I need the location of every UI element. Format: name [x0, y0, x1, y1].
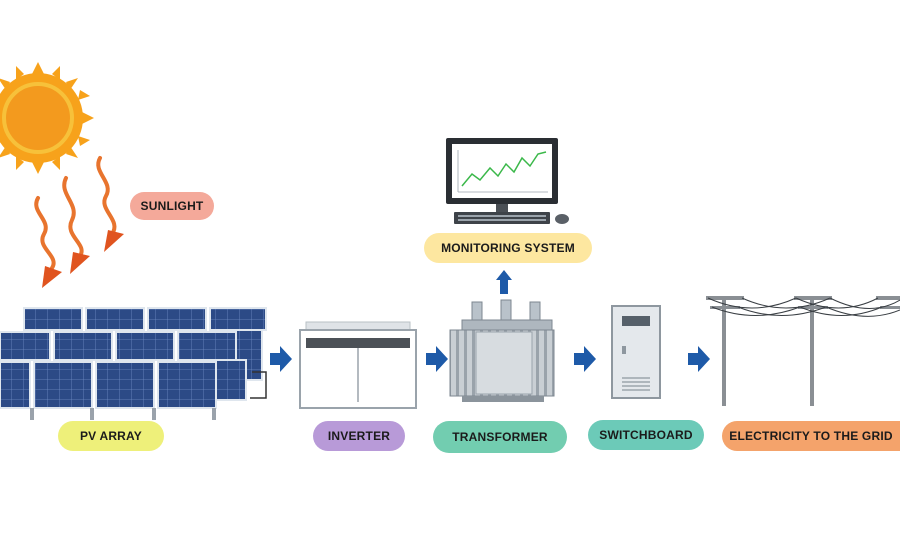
solar-panel-icon	[0, 307, 267, 420]
transformer-icon	[449, 299, 555, 402]
flow-arrow-icon	[688, 346, 710, 372]
electricity-to-the-grid-label: ELECTRICITY TO THE GRID	[722, 421, 900, 451]
computer-monitor-icon	[446, 138, 569, 224]
flow-arrow-icon	[426, 346, 448, 372]
flow-arrow-icon	[496, 270, 512, 294]
flow-arrow-icon	[270, 346, 292, 372]
ray-arrowheads	[42, 230, 124, 288]
pv-array-label: PV ARRAY	[58, 421, 164, 451]
sunlight-rays-icon	[34, 156, 117, 270]
monitoring-system-label: MONITORING SYSTEM	[424, 233, 592, 263]
power-line-tower-icon	[706, 296, 900, 406]
transformer-label: TRANSFORMER	[433, 421, 567, 453]
inverter-icon	[299, 321, 417, 409]
switchboard-icon	[611, 305, 661, 399]
switchboard-label: SWITCHBOARD	[588, 420, 704, 450]
flow-arrow-icon	[574, 346, 596, 372]
inverter-label: INVERTER	[313, 421, 405, 451]
sunlight-label: SUNLIGHT	[130, 192, 214, 220]
sun-icon	[0, 62, 94, 174]
